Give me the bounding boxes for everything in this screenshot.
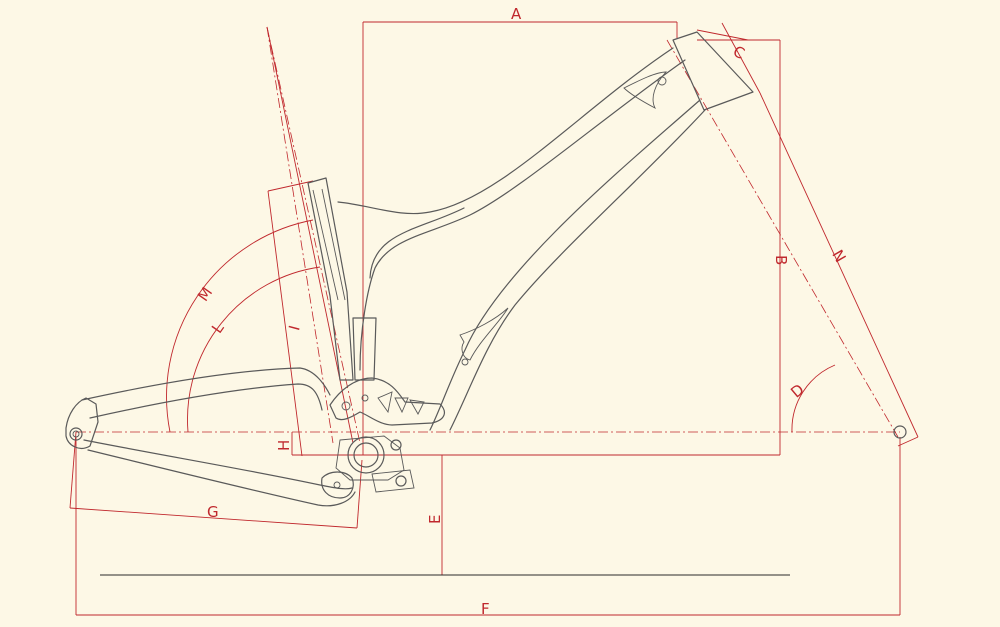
seat-tube-inner	[312, 188, 346, 301]
bottom-bracket-inner	[353, 442, 379, 468]
rear-dropout	[65, 397, 99, 449]
rocker-link	[329, 377, 446, 426]
down-tube-cutout	[459, 307, 509, 361]
seat-tube-lower	[352, 317, 377, 381]
head-gusset-cutout	[623, 71, 668, 110]
dimension-c-line	[696, 29, 749, 41]
label-e: E	[426, 515, 444, 524]
dimension-n-line	[759, 92, 919, 438]
dimension-g-left-extension	[69, 431, 77, 509]
steering-axis	[666, 39, 899, 438]
head-tube	[672, 31, 754, 111]
dimension-i-top-tick	[267, 180, 314, 192]
dimension-g-line	[69, 507, 358, 529]
rear-axle-icon	[69, 427, 83, 441]
lower-link-pivot-icon	[395, 475, 407, 487]
dimension-d-arc	[791, 364, 836, 433]
main-pivot-icon	[390, 439, 402, 451]
top-tube-upper	[337, 47, 674, 215]
seat-axis-effective	[266, 26, 334, 444]
seat-stay-upper	[81, 367, 331, 401]
pivot-link-icon	[361, 394, 369, 402]
label-c: C	[730, 42, 747, 63]
rear-axle-inner	[72, 430, 80, 438]
label-b: B	[772, 255, 790, 265]
dimension-i-line	[267, 190, 303, 457]
chain-stay-upper	[83, 439, 353, 490]
top-tube-lower	[359, 59, 686, 371]
seat-axis-actual	[266, 26, 361, 444]
down-tube-upper	[429, 99, 701, 431]
top-tube-inner	[369, 207, 465, 279]
label-d: D	[787, 380, 807, 401]
cable-port-down	[461, 358, 469, 366]
dimension-l-arc	[187, 266, 321, 433]
seat-axis-outer	[266, 26, 354, 444]
label-f: F	[481, 600, 490, 618]
lower-link	[371, 469, 415, 493]
seat-stay-lower	[89, 383, 323, 419]
dimension-n-top	[721, 22, 761, 94]
dimension-labels: A B C D E F G H I L M N	[194, 5, 850, 618]
chainstay-pivot	[321, 471, 354, 499]
cable-port-head	[657, 76, 667, 86]
label-g: G	[207, 503, 219, 521]
dimension-g-right-extension	[356, 459, 363, 529]
dimension-m-arc	[166, 219, 314, 433]
label-l: L	[208, 319, 228, 337]
rocker-link-cutouts	[377, 391, 425, 415]
frame-outline	[65, 31, 907, 507]
bottom-bracket-shell	[347, 436, 385, 474]
label-i: I	[285, 324, 304, 333]
front-axle-icon	[893, 425, 907, 439]
down-tube-lower	[449, 109, 706, 431]
label-a: A	[511, 5, 522, 23]
bb-housing	[335, 435, 405, 481]
chainstay-pivot-bolt	[333, 481, 341, 489]
label-h: H	[275, 440, 293, 451]
pivot-upper-icon	[341, 401, 351, 411]
chain-stay-lower	[87, 449, 356, 507]
seat-tube-outer	[307, 177, 354, 381]
label-m: M	[194, 284, 216, 305]
dimension-n-bottom-tick	[897, 436, 919, 447]
